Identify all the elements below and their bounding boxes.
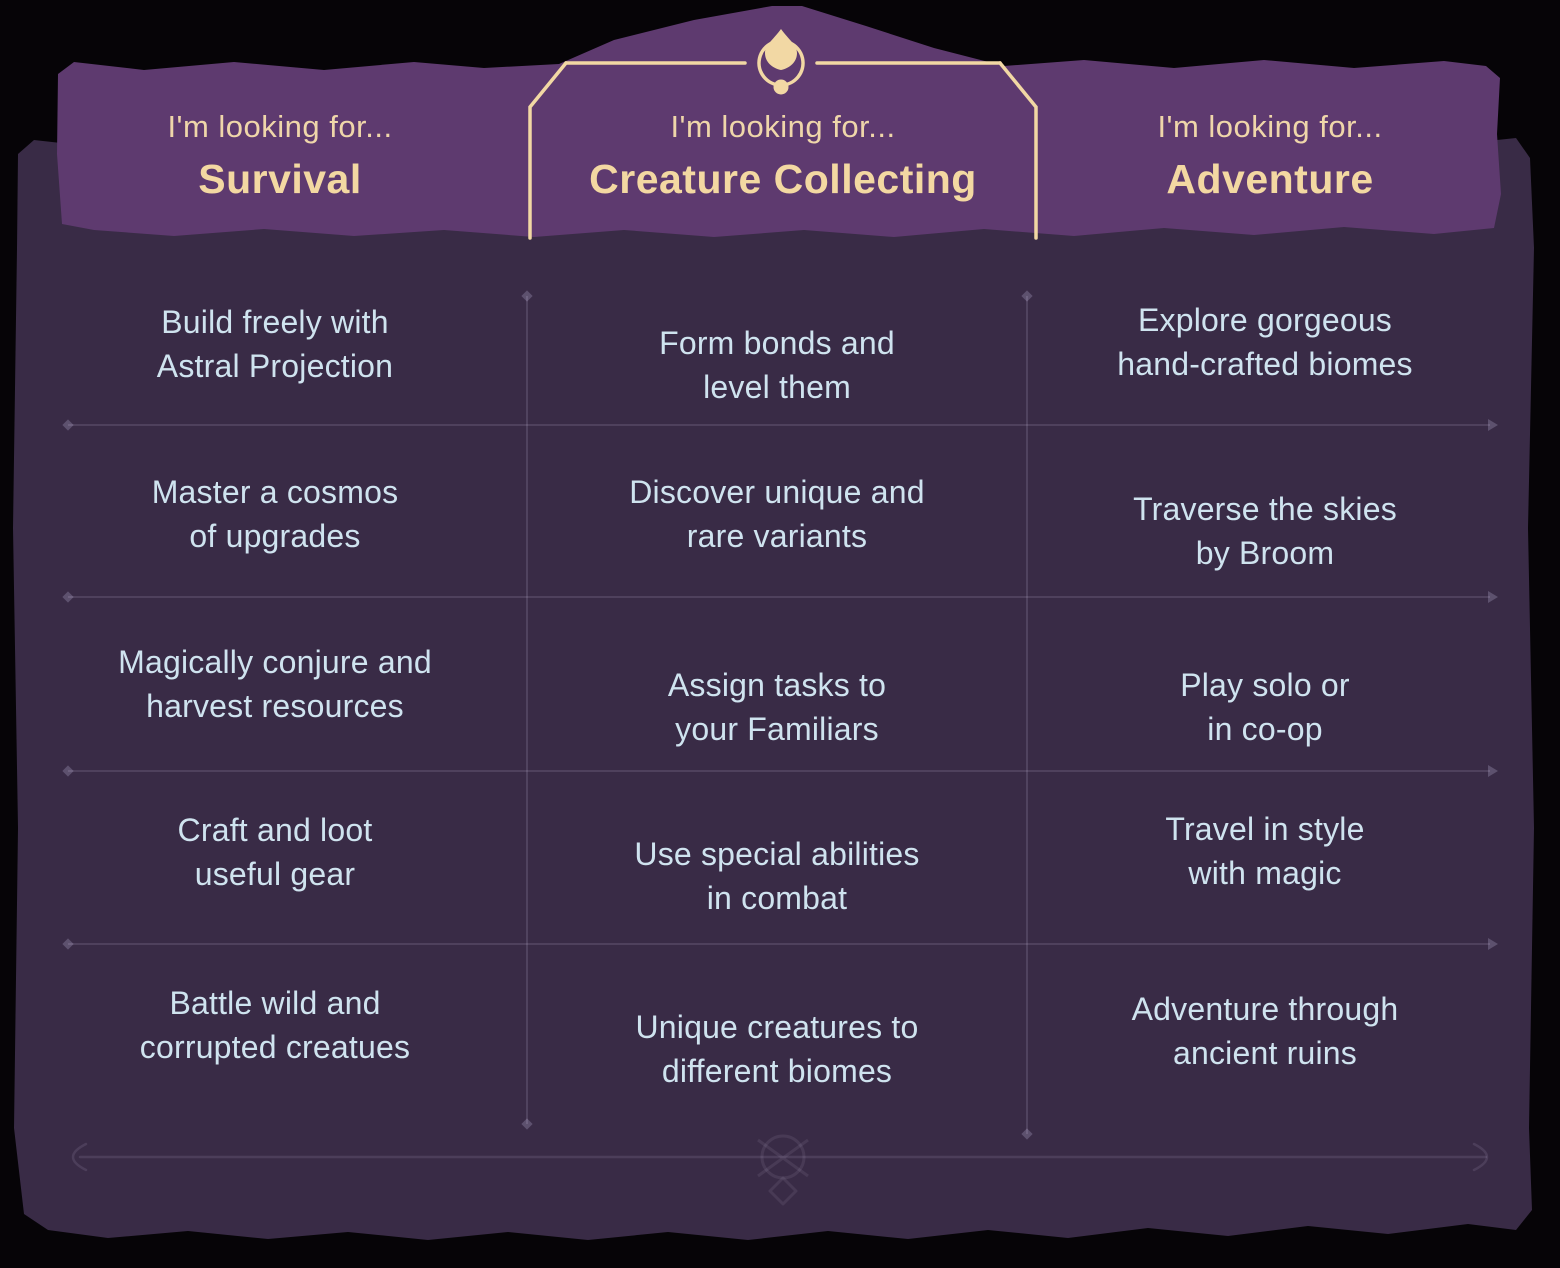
tab-creature-collecting[interactable]: I'm looking for... Creature Collecting (553, 108, 1013, 204)
tab-adventure[interactable]: I'm looking for... Adventure (1040, 108, 1500, 204)
feature-cell: Use special abilities in combat (634, 836, 920, 916)
row-divider (68, 419, 1498, 431)
tab-eyebrow: I'm looking for... (670, 109, 896, 144)
tab-title: Adventure (1166, 156, 1374, 202)
feature-cell: Adventure through ancient ruins (1131, 991, 1399, 1071)
feature-cell: Build freely with Astral Projection (156, 304, 394, 384)
tab-title: Survival (198, 156, 362, 202)
tab-survival[interactable]: I'm looking for... Survival (50, 108, 510, 204)
feature-table-panel (13, 135, 1534, 1240)
feature-cell: Traverse the skies by Broom (1133, 491, 1397, 571)
tab-eyebrow: I'm looking for... (167, 109, 393, 144)
row-divider (68, 938, 1498, 950)
feature-cell: Battle wild and corrupted creatues (139, 985, 411, 1065)
feature-cell: Play solo or in co-op (1180, 667, 1350, 747)
feature-cell: Discover unique and rare variants (629, 474, 925, 554)
feature-cell: Master a cosmos of upgrades (151, 474, 399, 554)
feature-cell: Explore gorgeous hand-crafted biomes (1117, 302, 1413, 382)
column-divider (1026, 296, 1028, 1134)
tab-title: Creature Collecting (589, 156, 977, 202)
feature-cell: Unique creatures to different biomes (635, 1009, 919, 1089)
column-divider (526, 296, 528, 1124)
feature-cell: Form bonds and level them (659, 325, 895, 405)
row-divider (68, 765, 1498, 777)
feature-cell: Travel in style with magic (1165, 811, 1365, 891)
feature-cell: Craft and loot useful gear (177, 812, 373, 892)
tab-eyebrow: I'm looking for... (1157, 109, 1383, 144)
row-divider (68, 591, 1498, 603)
feature-cell: Assign tasks to your Familiars (667, 667, 887, 747)
feature-cell: Magically conjure and harvest resources (118, 644, 432, 724)
